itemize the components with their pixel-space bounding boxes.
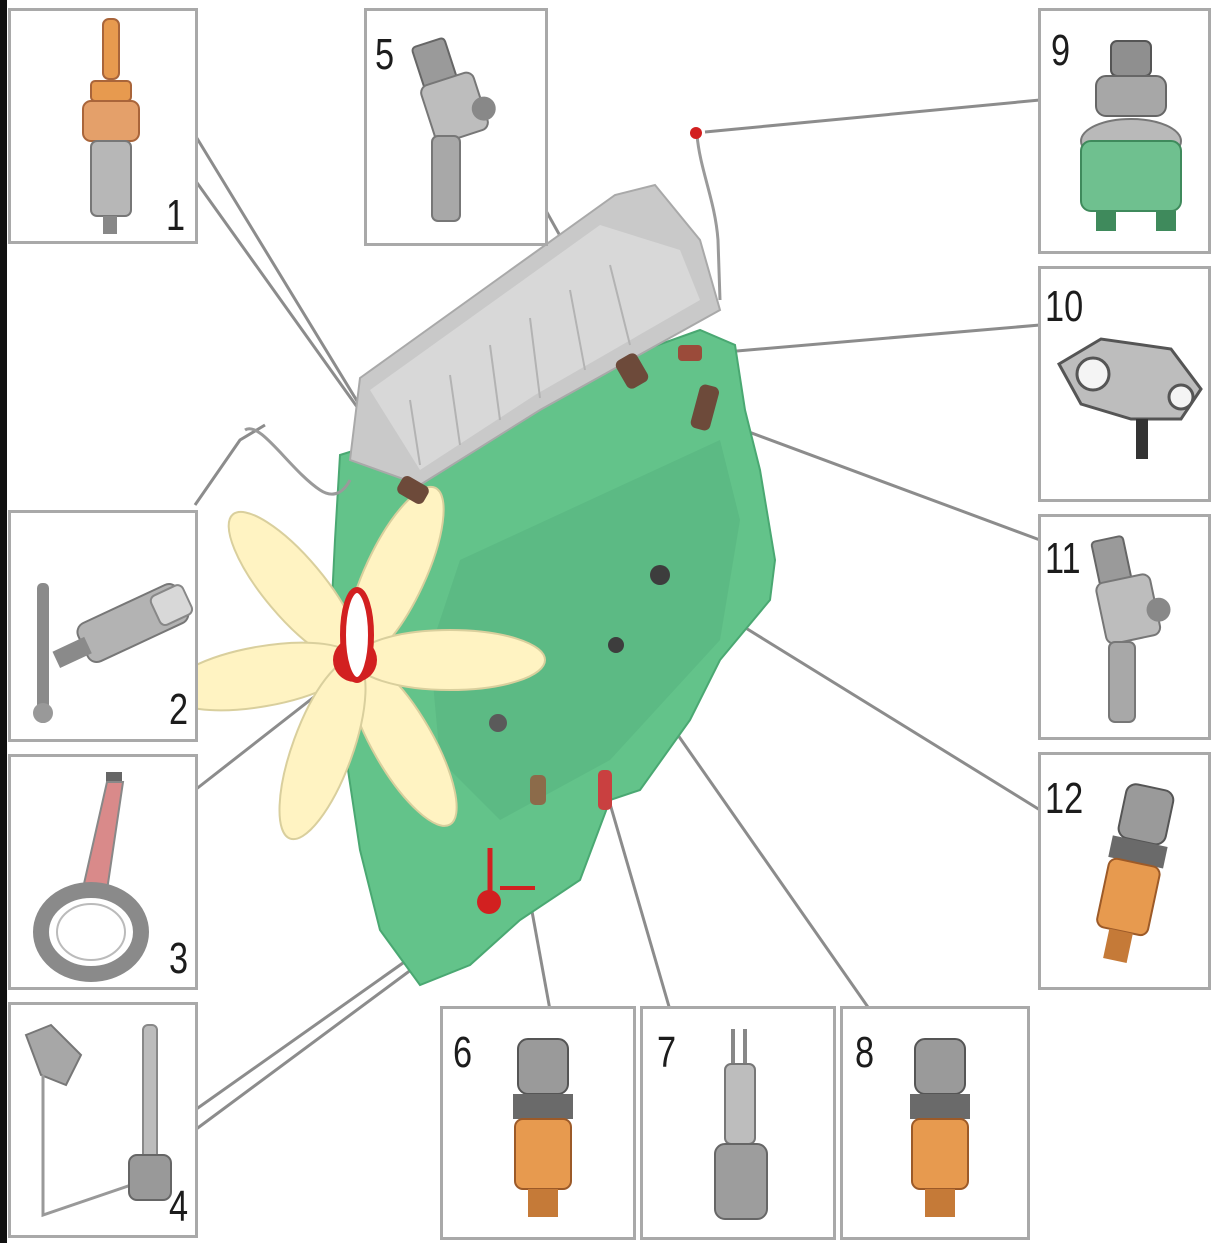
callout-box-12: 12 (1038, 752, 1211, 990)
callout-box-11: 11 (1038, 514, 1211, 740)
callout-number-9: 9 (1051, 29, 1070, 73)
probe-sensor-icon (11, 513, 195, 739)
leader-line-10 (690, 325, 1040, 355)
callout-number-3: 3 (169, 937, 188, 981)
callout-number-11: 11 (1045, 537, 1081, 581)
callout-box-3: 3 (8, 754, 198, 990)
callout-box-8: 8 (840, 1006, 1030, 1240)
callout-number-4: 4 (169, 1185, 188, 1229)
leader-line-9 (705, 100, 1040, 132)
level-sensor-icon (11, 1005, 195, 1235)
leader-line-11 (730, 425, 1040, 540)
callout-box-2: 2 (8, 510, 198, 742)
callout-number-5: 5 (375, 33, 394, 77)
callout-number-2: 2 (169, 688, 188, 732)
engine-block (245, 127, 775, 985)
callout-box-6: 6 (440, 1006, 636, 1240)
callout-box-10: 10 (1038, 266, 1211, 502)
leader-line-2 (195, 425, 265, 505)
callout-number-6: 6 (453, 1031, 472, 1075)
fan-speed-sensor-icon (11, 757, 195, 987)
callout-box-5: 5 (364, 8, 548, 246)
callout-number-8: 8 (855, 1031, 874, 1075)
callout-box-7: 7 (640, 1006, 836, 1240)
callout-box-4: 4 (8, 1002, 198, 1238)
leader-line-7 (606, 790, 670, 1010)
callout-number-7: 7 (657, 1031, 676, 1075)
callout-number-12: 12 (1045, 777, 1083, 821)
callout-box-9: 9 (1038, 8, 1211, 254)
callout-number-10: 10 (1045, 285, 1083, 329)
callout-box-1: 1 (8, 8, 198, 244)
callout-number-1: 1 (166, 194, 185, 238)
